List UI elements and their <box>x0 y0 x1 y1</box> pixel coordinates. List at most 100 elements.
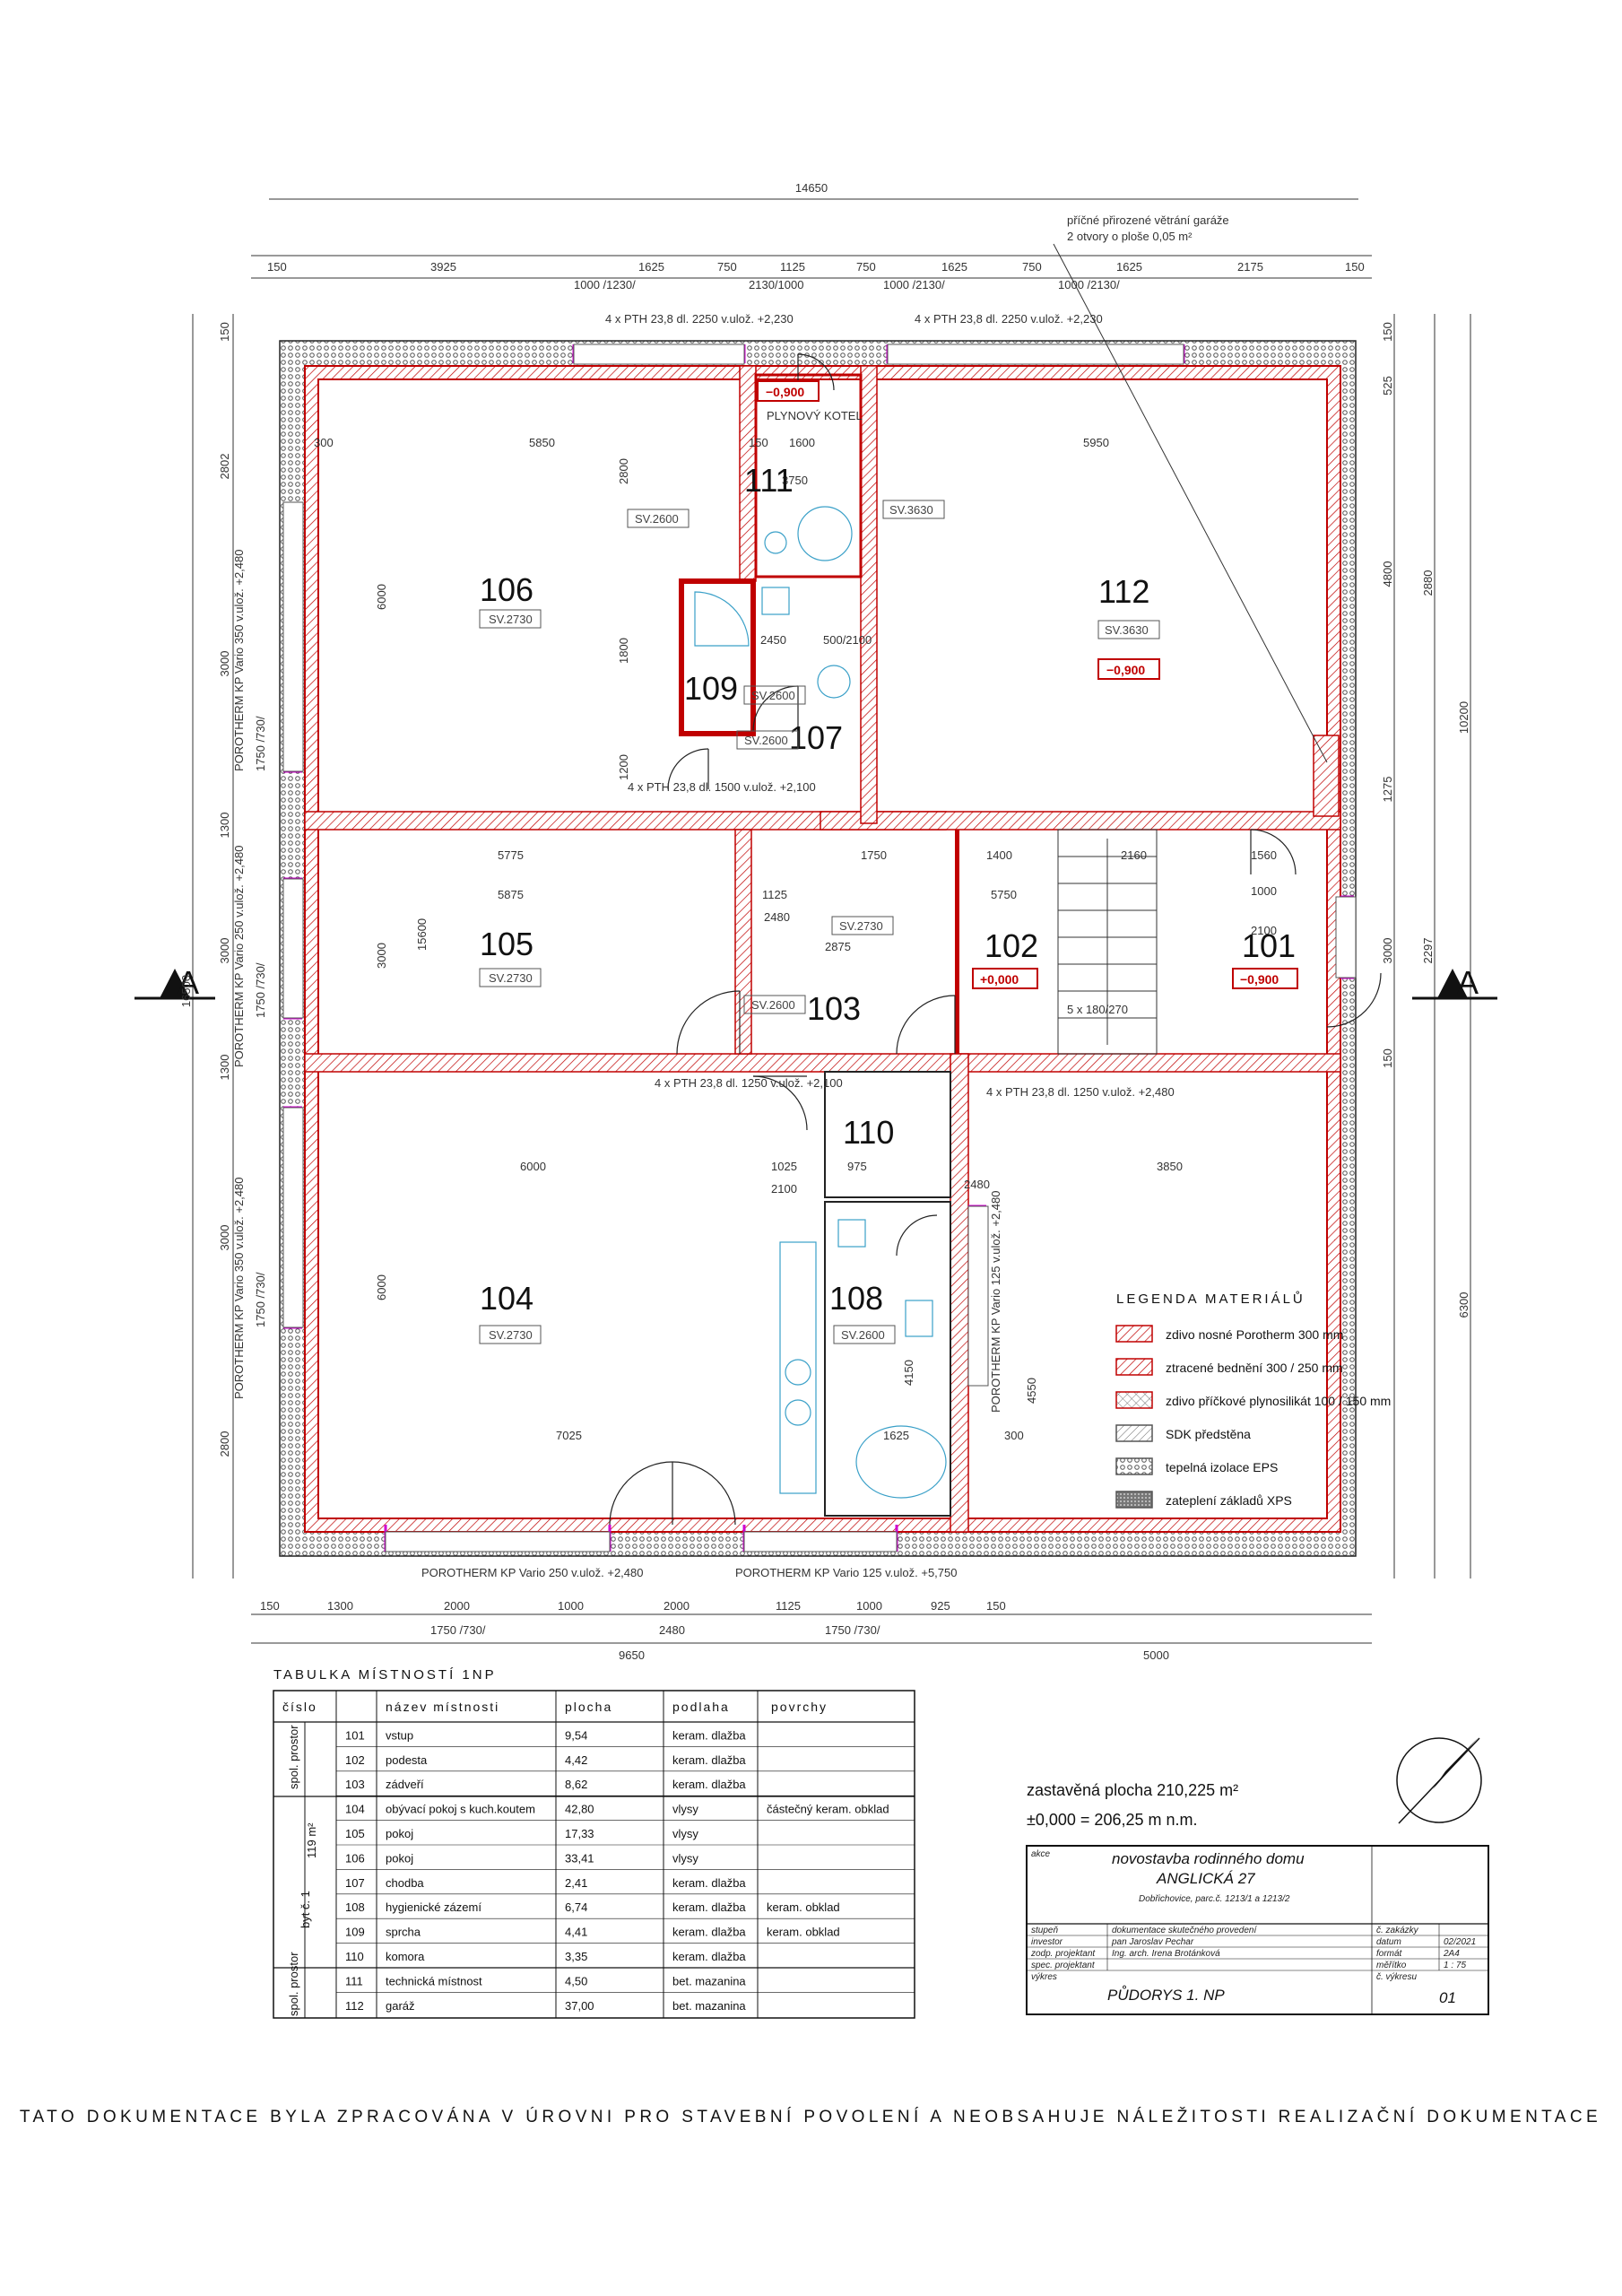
svg-text:podlaha: podlaha <box>672 1700 730 1714</box>
svg-text:LEGENDA MATERIÁLŮ: LEGENDA MATERIÁLŮ <box>1116 1291 1305 1307</box>
table-cell: sprcha <box>386 1926 421 1939</box>
svg-text:5000: 5000 <box>1143 1648 1169 1662</box>
legend-swatch-sdk <box>1115 1424 1153 1442</box>
table-cell: pokoj <box>386 1827 413 1840</box>
svg-text:3000: 3000 <box>218 651 231 677</box>
table-cell: keram. obklad <box>767 1900 840 1914</box>
svg-text:3750: 3750 <box>782 474 808 487</box>
table-cell: 111 <box>345 1974 363 1987</box>
svg-text:119 m²: 119 m² <box>305 1822 318 1858</box>
svg-text:6000: 6000 <box>375 584 388 610</box>
table-cell: keram. dlažba <box>672 1876 746 1890</box>
title-block-field: dokumentace skutečného provedení <box>1112 1926 1257 1935</box>
room-105-number: 105 <box>480 926 533 962</box>
wall-garage-bottom <box>820 811 1341 831</box>
svg-text:A: A <box>1457 964 1479 1001</box>
table-cell: vstup <box>386 1728 413 1742</box>
legend-swatch-bearing <box>1115 1325 1153 1343</box>
section-markers <box>134 969 1497 1000</box>
svg-text:SV.3630: SV.3630 <box>1105 623 1149 637</box>
notes: příčné přirozené větrání garáže 2 otvory… <box>178 213 1479 1579</box>
svg-text:4 x PTH 23,8 dl. 2250 v.ulož.: 4 x PTH 23,8 dl. 2250 v.ulož. +2,230 <box>605 312 794 326</box>
svg-text:5950: 5950 <box>1083 436 1109 449</box>
svg-text:2480: 2480 <box>659 1623 685 1637</box>
table-cell: 106 <box>345 1851 365 1865</box>
site-info: zastavěná plocha 210,225 m² ±0,000 = 206… <box>1027 1781 1238 1829</box>
svg-text:4 x PTH 23,8 dl. 1250 v.ulož.: 4 x PTH 23,8 dl. 1250 v.ulož. +2,100 <box>655 1076 843 1090</box>
svg-text:číslo: číslo <box>282 1700 317 1714</box>
svg-text:POROTHERM KP Vario 125 v.ulož.: POROTHERM KP Vario 125 v.ulož. +5,750 <box>735 1566 957 1579</box>
wall-105-103 <box>734 829 752 1055</box>
svg-text:1000 /2130/: 1000 /2130/ <box>883 278 945 291</box>
table-cell: podesta <box>386 1753 428 1767</box>
svg-text:POROTHERM KP Vario 250 v.ulož.: POROTHERM KP Vario 250 v.ulož. +2,480 <box>232 846 246 1067</box>
svg-text:6300: 6300 <box>1457 1292 1470 1318</box>
svg-text:1025: 1025 <box>771 1160 797 1173</box>
svg-text:zdivo nosné Porotherm 300 mm: zdivo nosné Porotherm 300 mm <box>1166 1327 1343 1342</box>
svg-text:POROTHERM KP Vario 250 v.ulož.: POROTHERM KP Vario 250 v.ulož. +2,480 <box>421 1566 643 1579</box>
svg-text:+0,000: +0,000 <box>980 972 1019 987</box>
svg-text:300: 300 <box>1004 1429 1024 1442</box>
legend-swatch-eps <box>1115 1457 1153 1475</box>
svg-text:6000: 6000 <box>520 1160 546 1173</box>
svg-text:2800: 2800 <box>218 1431 231 1457</box>
table-cell: keram. obklad <box>767 1926 840 1939</box>
table-cell: 103 <box>345 1778 365 1791</box>
svg-text:3000: 3000 <box>218 1225 231 1251</box>
svg-text:6000: 6000 <box>375 1274 388 1300</box>
table-cell: pokoj <box>386 1851 413 1865</box>
svg-text:2000: 2000 <box>444 1599 470 1613</box>
room-102-number: 102 <box>984 927 1038 964</box>
svg-text:A: A <box>178 964 199 1001</box>
table-cell: 6,74 <box>565 1900 587 1914</box>
table-cell: vlysy <box>672 1851 698 1865</box>
svg-text:akce: akce <box>1031 1849 1051 1859</box>
title-block-field: č. zakázky <box>1376 1926 1419 1935</box>
title-block-field: měřítko <box>1376 1961 1407 1970</box>
svg-text:3850: 3850 <box>1157 1160 1183 1173</box>
room-106-number: 106 <box>480 571 533 608</box>
table-cell: hygienické zázemí <box>386 1900 481 1914</box>
svg-text:150: 150 <box>986 1599 1006 1613</box>
title-block-field: investor <box>1031 1937 1063 1947</box>
svg-text:povrchy: povrchy <box>771 1700 828 1714</box>
table-cell: 108 <box>345 1900 365 1914</box>
svg-text:4550: 4550 <box>1025 1378 1038 1404</box>
svg-text:plocha: plocha <box>565 1700 612 1714</box>
svg-text:ANGLICKÁ 27: ANGLICKÁ 27 <box>1156 1870 1255 1887</box>
svg-text:10200: 10200 <box>1457 701 1470 734</box>
svg-text:1625: 1625 <box>941 260 967 274</box>
staircase <box>1057 829 1158 1055</box>
partition-111 <box>754 373 863 578</box>
wall-105-104 <box>304 1053 1341 1073</box>
room-111-number: 111 <box>744 462 794 499</box>
footer-disclaimer: TATO DOKUMENTACE BYLA ZPRACOVÁNA V ÚROVN… <box>20 2107 1601 2126</box>
room-107-number: 107 <box>789 719 843 756</box>
svg-text:SV.2600: SV.2600 <box>841 1328 885 1342</box>
title-block-field: spec. projektant <box>1031 1961 1096 1970</box>
svg-text:1750 /730/: 1750 /730/ <box>254 962 267 1018</box>
north-arrow-icon <box>1396 1737 1482 1824</box>
table-cell: vlysy <box>672 1827 698 1840</box>
svg-text:2000: 2000 <box>664 1599 690 1613</box>
svg-text:4800: 4800 <box>1381 561 1394 587</box>
svg-text:150: 150 <box>260 1599 280 1613</box>
room-104-number: 104 <box>480 1280 533 1317</box>
table-cell: bet. mazanina <box>672 1999 746 2013</box>
svg-text:POROTHERM KP Vario 350 v.ulož.: POROTHERM KP Vario 350 v.ulož. +2,480 <box>232 1178 246 1399</box>
partition-109 <box>679 578 756 736</box>
table-cell: 104 <box>345 1803 365 1816</box>
svg-text:1750 /730/: 1750 /730/ <box>254 716 267 771</box>
svg-text:3000: 3000 <box>218 938 231 964</box>
svg-text:5775: 5775 <box>498 848 524 862</box>
title-block-field: Ing. arch. Irena Brotánková <box>1112 1949 1220 1959</box>
svg-text:500/2100: 500/2100 <box>823 633 872 647</box>
svg-text:1275: 1275 <box>1381 777 1394 803</box>
svg-text:PLYNOVÝ KOTEL: PLYNOVÝ KOTEL <box>767 409 863 422</box>
svg-text:1600: 1600 <box>789 436 815 449</box>
room-108-number: 108 <box>829 1280 883 1317</box>
svg-text:zateplení základů XPS: zateplení základů XPS <box>1166 1493 1292 1508</box>
svg-text:4 x PTH 23,8 dl. 2250 v.ulož.: 4 x PTH 23,8 dl. 2250 v.ulož. +2,230 <box>915 312 1103 326</box>
svg-text:1625: 1625 <box>638 260 664 274</box>
svg-text:1000: 1000 <box>1251 884 1277 898</box>
